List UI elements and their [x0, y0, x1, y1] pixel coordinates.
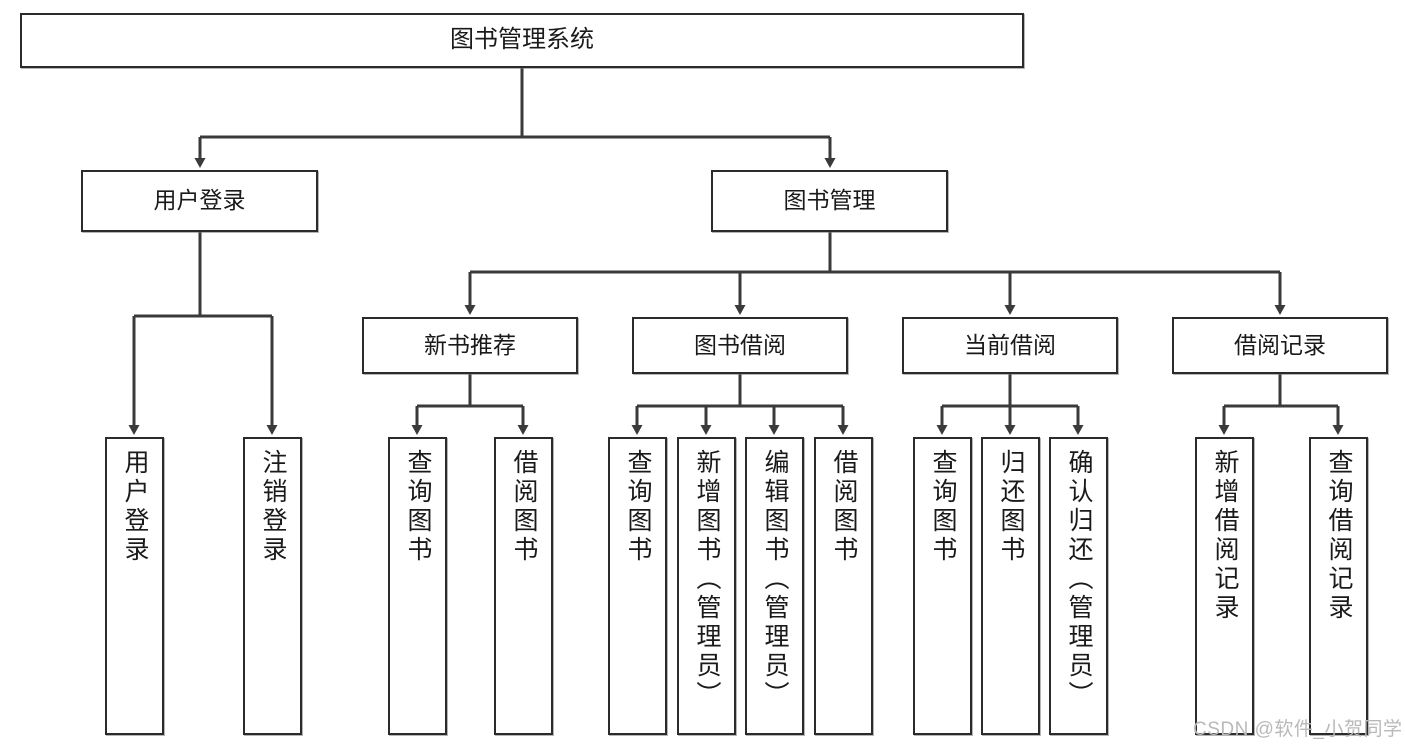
node-label: 查询借阅记录	[1325, 449, 1353, 623]
leaf-query-book-current[interactable]: 查询图书	[913, 437, 972, 735]
leaf-query-book-recommend[interactable]: 查询图书	[388, 437, 447, 735]
node-user-login[interactable]: 用户登录	[81, 170, 318, 232]
node-label: 借阅图书	[830, 449, 858, 565]
node-label: 图书管理系统	[450, 26, 594, 54]
node-label: 借阅记录	[1234, 331, 1326, 358]
node-root-book-management-system[interactable]: 图书管理系统	[20, 13, 1024, 68]
node-label: 查询图书	[624, 449, 652, 565]
node-label: 图书借阅	[694, 331, 786, 358]
leaf-logout[interactable]: 注销登录	[243, 437, 302, 735]
node-new-book-recommend[interactable]: 新书推荐	[362, 317, 578, 374]
watermark-text: CSDN @软件_小贺同学	[1193, 719, 1403, 740]
leaf-confirm-return[interactable]: 确认归还（管理员）	[1049, 437, 1108, 735]
node-label: 新增图书（管理员）	[693, 449, 721, 710]
node-label: 图书管理	[783, 187, 876, 214]
leaf-borrow-book[interactable]: 借阅图书	[814, 437, 873, 735]
leaf-query-borrow-record[interactable]: 查询借阅记录	[1309, 437, 1368, 735]
node-label: 用户登录	[121, 449, 149, 565]
node-label: 确认归还（管理员）	[1065, 449, 1093, 710]
node-label: 注销登录	[259, 449, 287, 565]
leaf-query-book-borrow[interactable]: 查询图书	[608, 437, 667, 735]
leaf-add-book[interactable]: 新增图书（管理员）	[677, 437, 736, 735]
node-label: 用户登录	[153, 187, 246, 214]
node-label: 查询图书	[929, 449, 957, 565]
node-label: 新书推荐	[424, 331, 516, 358]
node-label: 新增借阅记录	[1211, 449, 1239, 623]
node-label: 查询图书	[404, 449, 432, 565]
leaf-user-login[interactable]: 用户登录	[105, 437, 164, 735]
node-borrow-record[interactable]: 借阅记录	[1172, 317, 1388, 374]
node-current-borrow[interactable]: 当前借阅	[902, 317, 1118, 374]
leaf-edit-book[interactable]: 编辑图书（管理员）	[745, 437, 804, 735]
node-label: 编辑图书（管理员）	[761, 449, 789, 710]
node-book-borrow[interactable]: 图书借阅	[632, 317, 848, 374]
node-label: 归还图书	[997, 449, 1025, 565]
leaf-return-book[interactable]: 归还图书	[981, 437, 1040, 735]
leaf-add-borrow-record[interactable]: 新增借阅记录	[1195, 437, 1254, 735]
node-label: 当前借阅	[964, 331, 1056, 358]
leaf-borrow-book-recommend[interactable]: 借阅图书	[494, 437, 553, 735]
node-label: 借阅图书	[510, 449, 538, 565]
node-book-manage[interactable]: 图书管理	[711, 170, 948, 232]
